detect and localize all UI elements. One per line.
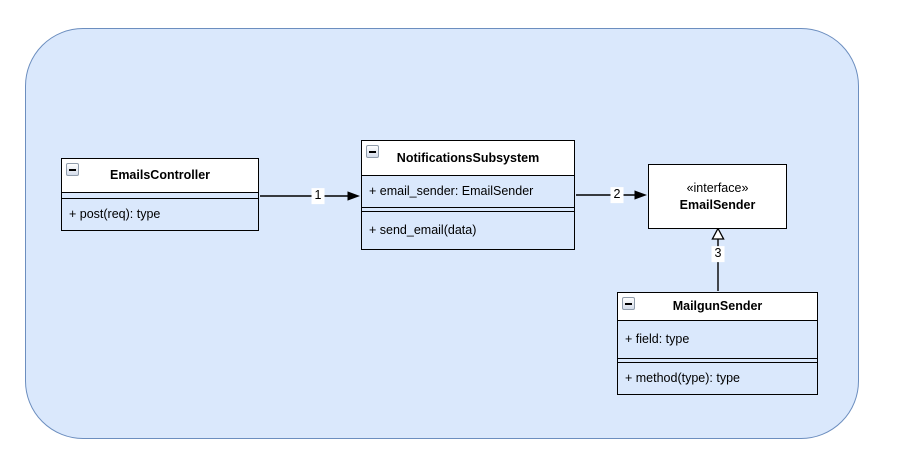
class-emails-controller[interactable]: EmailsController + post(req): type <box>61 158 259 231</box>
edge-2-label[interactable]: 2 <box>610 187 624 203</box>
class-mailgun-sender-header: MailgunSender <box>618 293 817 321</box>
method-row: + post(req): type <box>69 207 161 222</box>
class-mailgun-sender[interactable]: MailgunSender + field: type + method(typ… <box>617 292 818 395</box>
fields-compartment-empty <box>62 193 258 199</box>
class-title: NotificationsSubsystem <box>396 150 540 165</box>
edge-3-label[interactable]: 3 <box>711 246 725 262</box>
method-row: + send_email(data) <box>369 223 477 237</box>
class-emails-controller-header: EmailsController <box>62 159 258 193</box>
collapse-minus-icon[interactable] <box>366 145 379 158</box>
collapse-minus-icon[interactable] <box>66 163 79 176</box>
class-title: EmailsController <box>109 168 211 183</box>
collapse-minus-icon[interactable] <box>622 297 635 310</box>
class-notifications-subsystem[interactable]: NotificationsSubsystem + email_sender: E… <box>361 140 575 250</box>
compartment-divider <box>362 207 574 212</box>
edge-1-label[interactable]: 1 <box>311 188 325 204</box>
method-row: + method(type): type <box>625 371 740 385</box>
field-row: + email_sender: EmailSender <box>369 184 534 199</box>
class-notifications-subsystem-header: NotificationsSubsystem <box>362 141 574 176</box>
interface-stereotype: «interface» <box>686 180 749 195</box>
interface-email-sender[interactable]: «interface» EmailSender <box>648 164 787 229</box>
compartment-divider <box>618 358 817 363</box>
class-title: MailgunSender <box>672 299 763 314</box>
field-row: + field: type <box>625 332 690 347</box>
interface-title: EmailSender <box>679 197 756 212</box>
